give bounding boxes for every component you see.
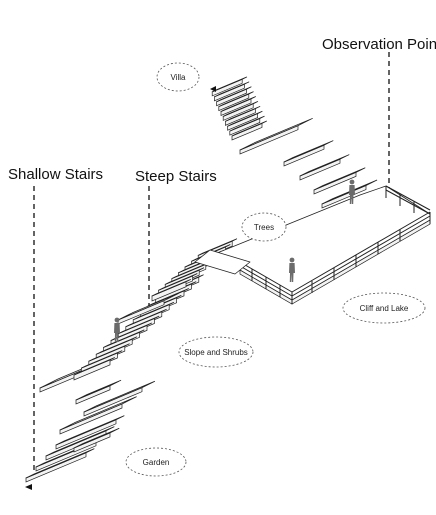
zone-cliff-and-lake-label: Cliff and Lake	[360, 304, 409, 313]
villa-stair-tread	[227, 110, 263, 131]
deck-railing-back	[385, 185, 431, 215]
zone-trees-label: Trees	[254, 223, 274, 232]
steep-stair-landing	[117, 293, 179, 325]
villa-stair-tread	[231, 120, 267, 141]
zone-trees: Trees	[241, 212, 287, 242]
shallow-stair-tread	[59, 396, 137, 435]
person-figure-lower	[114, 317, 120, 342]
direction-arrow-icon	[210, 86, 216, 92]
shallow-stair-tread	[83, 380, 156, 417]
zone-villa: Villa	[156, 62, 200, 92]
shallow-stair-tread	[75, 379, 122, 405]
villa-stair-tread	[220, 96, 256, 117]
mid-landing	[194, 249, 251, 275]
zone-villa-label: Villa	[171, 73, 187, 82]
zone-garden-label: Garden	[143, 458, 170, 467]
shallow-stair-tread	[45, 426, 115, 461]
shallow-stair-tread	[73, 427, 120, 453]
steep-stair-tread	[73, 357, 115, 381]
villa-stair-tread	[229, 115, 265, 136]
shallow-stair-tread	[55, 415, 125, 450]
villa-stair-tread	[218, 91, 254, 112]
zone-slope-and-shrubs: Slope and Shrubs	[178, 336, 254, 368]
observation-point-title: Observation Point	[322, 36, 436, 53]
villa-stair-landing	[239, 118, 313, 155]
steep-stair-tread	[151, 279, 191, 302]
shallow-stair-tread	[25, 448, 95, 483]
villa-stair-tread	[224, 106, 261, 126]
zone-garden: Garden	[125, 447, 187, 477]
villa-stair-tread	[299, 154, 350, 181]
villa-stairs-flight	[211, 76, 378, 209]
villa-stair-tread	[222, 101, 259, 121]
observation-deck	[194, 185, 431, 305]
steep-stairs-flight	[73, 238, 238, 381]
person-figure-upper	[349, 179, 355, 204]
zone-slope-and-shrubs-label: Slope and Shrubs	[184, 348, 248, 357]
villa-stair-tread	[313, 167, 366, 195]
shallow-stairs-title: Shallow Stairs	[8, 166, 103, 183]
villa-stair-tread	[213, 81, 250, 102]
villa-stair-tread	[283, 140, 334, 167]
villa-stair-tread	[216, 86, 252, 107]
person-figure-deck	[289, 257, 295, 282]
direction-arrow-icon	[25, 484, 32, 490]
steep-stairs-title: Steep Stairs	[135, 168, 217, 185]
zone-cliff-and-lake: Cliff and Lake	[342, 292, 426, 324]
